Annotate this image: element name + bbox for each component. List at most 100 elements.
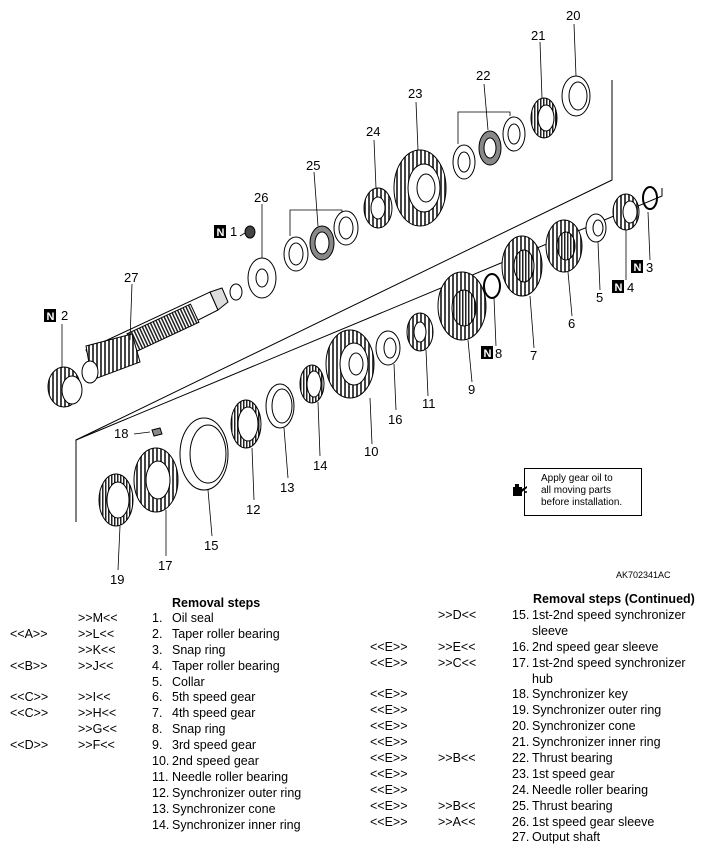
synchronizer-sleeve-15 xyxy=(179,417,229,491)
step-number: 13. xyxy=(152,801,170,816)
callout-7: 7 xyxy=(530,348,537,363)
callout-23: 23 xyxy=(408,86,422,101)
step-number: 12. xyxy=(152,785,170,800)
part-name: 1st speed gear sleeve xyxy=(532,814,655,829)
synchronizer-inner-ring-21 xyxy=(530,97,558,139)
installation-mark: >>A<< xyxy=(438,814,476,829)
synchronizer-key-18 xyxy=(151,427,163,437)
new-part-marker-8: N xyxy=(481,346,493,360)
step-row: 27.Output shaft xyxy=(370,830,710,846)
step-number: 4. xyxy=(152,658,163,673)
new-part-marker-letter: N xyxy=(484,348,492,360)
needle-roller-bearing-11 xyxy=(406,312,434,352)
part-name: Output shaft xyxy=(532,830,601,845)
synchronizer-outer-ring-19 xyxy=(98,473,134,527)
step-number: 21. xyxy=(512,735,530,750)
installation-mark: >>D<< xyxy=(438,608,477,622)
part-name: Synchronizer cone xyxy=(172,801,276,816)
callout-3: 3 xyxy=(646,260,653,275)
step-row: <<E>>21.Synchronizer inner ring xyxy=(370,735,710,751)
thrust-bearing-22 xyxy=(452,116,526,180)
step-number: 10. xyxy=(152,754,170,769)
callout-12: 12 xyxy=(246,502,260,517)
callout-1: 1 xyxy=(230,224,237,239)
callout-17: 17 xyxy=(158,558,172,573)
step-number: 26. xyxy=(512,814,530,829)
step-number: 22. xyxy=(512,751,530,766)
part-name: Synchronizer outer ring xyxy=(532,703,662,718)
fourth-speed-gear-7 xyxy=(501,235,543,297)
part-name: Snap ring xyxy=(172,722,226,737)
snap-ring-8 xyxy=(483,273,501,299)
taper-roller-bearing-4 xyxy=(612,193,640,231)
new-part-marker-3: N xyxy=(631,260,643,274)
second-speed-gear-10 xyxy=(325,329,375,399)
part-name: Needle roller bearing xyxy=(532,782,649,797)
new-part-marker-letter: N xyxy=(615,282,623,294)
removal-steps-left: >>M<<1.Oil seal<<A>>>>L<<2.Taper roller … xyxy=(10,611,355,833)
third-speed-gear-9 xyxy=(437,271,487,341)
part-name: 4th speed gear xyxy=(172,706,256,721)
installation-mark: >>I<< xyxy=(78,690,111,705)
step-row: <<E>> 19.Synchronizer outer ring xyxy=(370,703,710,719)
step-row: <<A>>>>L<<2.Taper roller bearing xyxy=(10,627,355,643)
new-part-marker-4: N xyxy=(612,280,624,294)
oil-seal-1 xyxy=(244,225,256,239)
first-speed-gear-23 xyxy=(393,149,447,227)
step-row: <<D>>>>F<<9.3rd speed gear xyxy=(10,738,355,754)
step-number: 16. xyxy=(512,639,530,654)
step-number: 5. xyxy=(152,674,163,689)
reference-code: AK702341AC xyxy=(616,570,671,580)
step-row: <<E>>>>C<<17.1st-2nd speed synchronizer xyxy=(370,656,710,672)
snap-ring-3 xyxy=(642,186,658,210)
inspection-mark: <<E>> xyxy=(370,735,408,750)
synchronizer-inner-ring-14 xyxy=(299,364,325,404)
callout-24: 24 xyxy=(366,124,380,139)
step-number: 19. xyxy=(512,703,530,718)
installation-mark: >>M<< xyxy=(78,611,118,625)
step-row: 13.Synchronizer cone xyxy=(10,802,355,818)
inspection-mark: <<E>> xyxy=(370,751,408,766)
step-row: 10.2nd speed gear xyxy=(10,754,355,770)
step-row: 12.Synchronizer outer ring xyxy=(10,786,355,802)
step-row: 5.Collar xyxy=(10,675,355,691)
step-number: 24. xyxy=(512,782,530,797)
step-row: <<E>>24.Needle roller bearing xyxy=(370,783,710,799)
step-number: 17. xyxy=(512,655,530,670)
synchronizer-outer-ring-12 xyxy=(230,399,262,449)
callout-22: 22 xyxy=(476,68,490,83)
part-name: 1st-2nd speed synchronizer xyxy=(532,655,686,670)
inspection-mark: <<E>> xyxy=(370,687,408,702)
step-row: <<E>>23.1st speed gear xyxy=(370,767,710,783)
new-part-marker-2: N xyxy=(44,309,56,323)
step-row: sleeve xyxy=(370,624,710,640)
callout-27: 27 xyxy=(124,270,138,285)
taper-roller-bearing-2 xyxy=(47,366,83,408)
inspection-mark: <<D>> xyxy=(10,738,49,753)
step-number: 27. xyxy=(512,830,530,845)
removal-steps-heading: Removal steps xyxy=(172,596,261,610)
installation-mark: >>B<< xyxy=(438,751,476,766)
callout-6: 6 xyxy=(568,316,575,331)
callout-8: 8 xyxy=(495,346,502,361)
part-name: Taper roller bearing xyxy=(172,658,280,673)
new-part-marker-letter: N xyxy=(634,262,642,274)
callout-16: 16 xyxy=(388,412,402,427)
new-part-marker-letter: N xyxy=(217,227,225,239)
part-name: Synchronizer outer ring xyxy=(172,785,302,800)
part-name: 1st speed gear xyxy=(532,766,615,781)
step-number: 3. xyxy=(152,642,163,657)
output-shaft xyxy=(81,287,229,384)
synchronizer-cone-13 xyxy=(265,383,295,429)
inspection-mark: <<E>> xyxy=(370,703,408,718)
part-name: Thrust bearing xyxy=(532,751,613,766)
synchronizer-cone-20 xyxy=(561,75,591,117)
step-number: 23. xyxy=(512,766,530,781)
note-line: Apply gear oil to xyxy=(541,473,613,484)
installation-mark: >>K<< xyxy=(78,642,116,657)
new-part-markers: N N N N N xyxy=(44,225,643,360)
part-name: 2nd speed gear sleeve xyxy=(532,639,659,654)
leader-lines xyxy=(61,23,651,571)
inspection-mark: <<E>> xyxy=(370,798,408,813)
